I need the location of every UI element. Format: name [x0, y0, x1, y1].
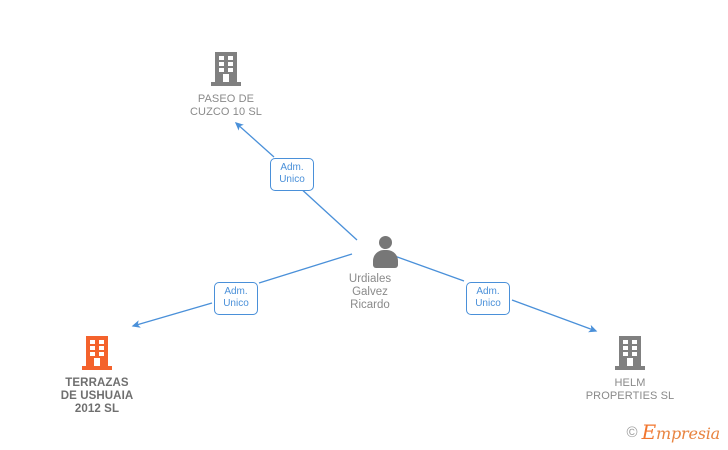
node-person-urdiales-galvez-ricardo[interactable]: Urdiales Galvez Ricardo [290, 236, 450, 312]
edge-line-terrazas-left [131, 302, 213, 328]
edge-line-helm-left [388, 253, 465, 282]
node-company-helm-properties[interactable]: HELM PROPERTIES SL [550, 334, 710, 403]
edge-label-helm-properties[interactable]: Adm. Unico [466, 282, 510, 315]
edge-line-paseo-lower [297, 185, 358, 241]
edge-label-terrazas-de-ushuaia[interactable]: Adm. Unico [214, 282, 258, 315]
building-icon [146, 50, 306, 90]
building-icon [17, 334, 177, 374]
building-icon [550, 334, 710, 374]
empresia-logo-text: mpresia [656, 424, 720, 443]
copyright-icon: © [626, 423, 638, 441]
edge-line-terrazas-right [258, 253, 353, 284]
watermark: © Empresia [626, 420, 721, 444]
company-label-helm-properties: HELM PROPERTIES SL [585, 377, 675, 402]
person-icon [290, 236, 450, 270]
company-label-paseo-de-cuzco: PASEO DE CUZCO 10 SL [189, 93, 262, 118]
node-company-paseo-de-cuzco[interactable]: PASEO DE CUZCO 10 SL [146, 50, 306, 119]
edge-line-helm-right [511, 299, 598, 333]
empresia-logo: Empresia [641, 420, 721, 444]
edge-label-paseo-de-cuzco[interactable]: Adm. Unico [270, 158, 314, 191]
edge-line-paseo-upper [234, 122, 275, 158]
person-label: Urdiales Galvez Ricardo [348, 273, 392, 311]
node-company-terrazas-de-ushuaia[interactable]: TERRAZAS DE USHUAIA 2012 SL [17, 334, 177, 416]
company-label-terrazas-de-ushuaia: TERRAZAS DE USHUAIA 2012 SL [60, 377, 134, 415]
empresia-logo-initial: E [641, 420, 657, 444]
